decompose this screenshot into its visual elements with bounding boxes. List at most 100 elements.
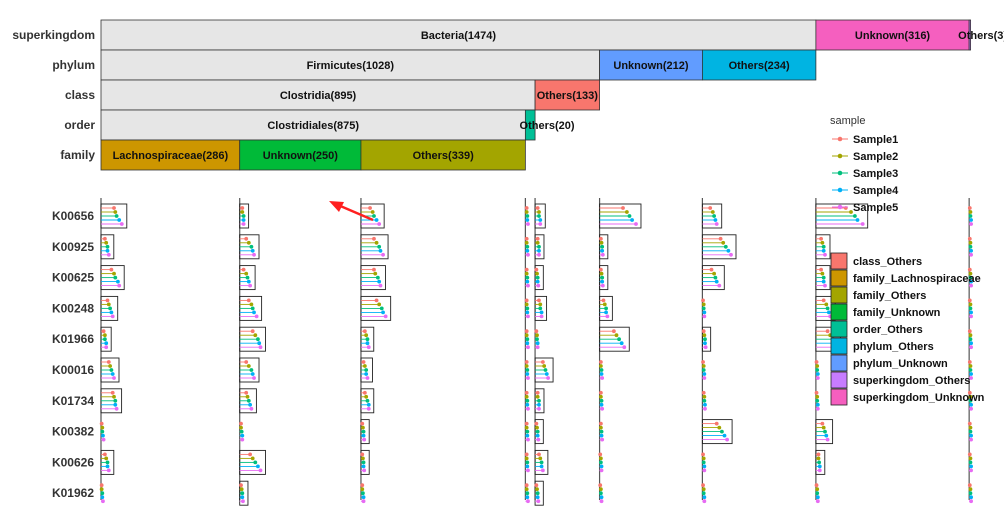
lollipop-dot [249, 406, 254, 411]
lollipop-dot [105, 460, 110, 465]
lollipop-dot [969, 252, 973, 257]
category-legend-swatch-1 [830, 269, 848, 287]
lollipop-dot [598, 487, 603, 492]
lollipop-dot [377, 244, 382, 249]
lollipop-dot [600, 437, 605, 442]
lollipop-dot [820, 240, 825, 245]
lollipop-dot [105, 248, 110, 253]
lollipop-dot [703, 341, 707, 346]
lollipop-dot [702, 468, 707, 473]
lollipop-dot [241, 499, 245, 504]
lollipop-dot [599, 433, 604, 438]
lollipop-dot [701, 360, 705, 364]
lollipop-dot [524, 333, 529, 338]
icicle-label-family-0: Lachnospiraceae(286) [113, 150, 229, 162]
lollipop-dot [525, 337, 530, 342]
lollipop-dot [814, 390, 819, 395]
lollipop-dot [535, 491, 540, 496]
lollipop-dot [823, 252, 827, 257]
lollipop-dot [524, 487, 529, 492]
lollipop-dot [365, 341, 370, 346]
lollipop-dot [701, 452, 705, 457]
lollipop-dot [599, 464, 604, 469]
lollipop-dot [377, 302, 382, 307]
lollipop-dot [968, 425, 973, 430]
category-legend-swatch-0 [830, 252, 848, 270]
lollipop-dot [366, 345, 371, 350]
lollipop-dot [244, 271, 249, 276]
lollipop-dot [598, 394, 603, 399]
lollipop-dot [525, 491, 530, 496]
lollipop-dot [968, 244, 973, 249]
lollipop-dot [362, 329, 367, 334]
lollipop-dot [535, 275, 540, 280]
lollipop-dot [720, 429, 724, 434]
category-legend-label-2: family_Others [853, 290, 926, 302]
lollipop-dot [534, 483, 539, 488]
lollipop-dot [539, 460, 544, 465]
lollipop-dot [821, 275, 826, 280]
lollipop-dot [535, 341, 540, 346]
lollipop-dot [535, 394, 540, 399]
lollipop-dot [539, 310, 544, 315]
lollipop-dot [241, 218, 246, 222]
lollipop-dot [372, 214, 376, 218]
sample-legend-key-dot [837, 136, 843, 142]
lollipop-dot [104, 345, 109, 350]
lollipop-dot [525, 248, 530, 253]
lollipop-dot [622, 345, 627, 350]
lollipop-dot [968, 364, 973, 368]
sample-legend-key-dot [837, 187, 843, 193]
lollipop-dot [536, 499, 541, 504]
lollipop-dot [702, 499, 707, 504]
lollipop-dot [248, 283, 253, 288]
lollipop-dot [599, 468, 604, 473]
lollipop-dot [365, 376, 370, 380]
lollipop-dot [370, 210, 375, 214]
lollipop-dot [246, 240, 251, 245]
lollipop-dot [113, 398, 118, 403]
lollipop-dot [361, 495, 366, 500]
lollipop-dot [600, 283, 605, 288]
lollipop-dot [100, 491, 105, 496]
lollipop-dot [826, 310, 831, 315]
lollipop-dot [525, 433, 530, 438]
lollipop-dot [969, 222, 973, 226]
lollipop-dot [257, 341, 262, 346]
lollipop-dot [604, 306, 608, 311]
icicle-label-phylum-2: Others(234) [729, 60, 790, 72]
ko-label-K00382: K00382 [52, 425, 94, 439]
category-legend-label-1: family_Lachnospiraceae [853, 273, 981, 285]
lollipop-dot [714, 222, 719, 226]
lollipop-dot [537, 252, 541, 257]
icicle-label-superkingdom-1: Unknown(316) [855, 30, 931, 42]
lollipop-dot [241, 267, 246, 272]
lollipop-dot [701, 460, 706, 465]
lollipop-dot [374, 218, 379, 222]
lollipop-dot [598, 390, 603, 395]
lollipop-dot [104, 456, 109, 461]
lollipop-dot [702, 372, 707, 376]
lollipop-dot [969, 437, 973, 442]
lollipop-dot [526, 314, 530, 319]
lollipop-dot [969, 218, 973, 222]
lollipop-dot [821, 298, 826, 303]
lollipop-dot [110, 390, 115, 395]
lollipop-dot [526, 345, 530, 350]
icicle-label-class-1: Others(133) [537, 90, 598, 102]
lollipop-dot [240, 206, 245, 210]
icicle-label-family-2: Others(339) [413, 150, 474, 162]
lollipop-dot [535, 495, 540, 500]
lollipop-dot [598, 360, 603, 364]
lollipop-dot [600, 275, 605, 280]
category-legend-swatch-6 [830, 354, 848, 372]
lollipop-dot [729, 252, 733, 257]
lollipop-dot [537, 214, 541, 218]
sample-legend-title: sample [830, 115, 865, 127]
lollipop-dot [525, 244, 530, 249]
lollipop-dot [374, 240, 379, 245]
lollipop-dot [967, 267, 972, 272]
lollipop-dot [967, 452, 972, 457]
lollipop-dot [365, 398, 370, 403]
lollipop-dot [526, 283, 530, 288]
